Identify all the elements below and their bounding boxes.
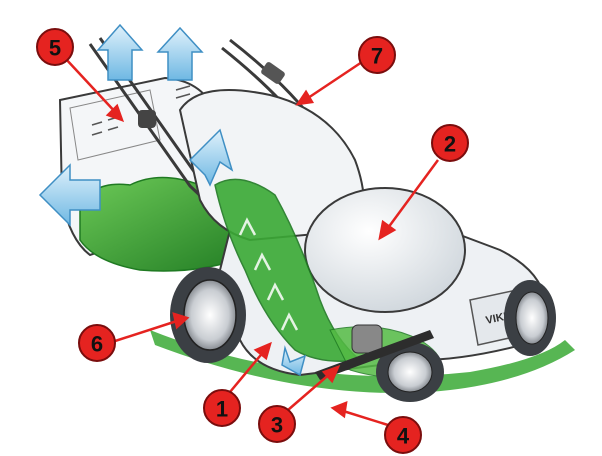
leader-7-head bbox=[295, 89, 315, 106]
front-left-wheel bbox=[376, 342, 444, 402]
leader-3 bbox=[287, 371, 333, 411]
callout-leaders bbox=[64, 57, 440, 427]
leader-2 bbox=[383, 159, 440, 233]
callout-5-label: 5 bbox=[49, 36, 61, 61]
callout-1: 1 bbox=[203, 389, 241, 427]
leader-3-head bbox=[321, 364, 341, 384]
callout-7: 7 bbox=[358, 36, 396, 74]
airflow-up-arrow-2 bbox=[156, 26, 204, 81]
leader-5-head bbox=[105, 103, 125, 123]
front-right-wheel bbox=[504, 280, 556, 356]
ground-grass bbox=[150, 330, 575, 394]
callout-6-label: 6 bbox=[91, 332, 103, 357]
callout-4: 4 bbox=[384, 416, 422, 454]
rear-wheel bbox=[170, 267, 246, 363]
engine-dome bbox=[304, 187, 466, 313]
airflow-up-arrow-1 bbox=[96, 23, 144, 81]
callout-1-label: 1 bbox=[216, 397, 228, 422]
handle-latch bbox=[261, 62, 285, 84]
callout-2: 2 bbox=[431, 124, 469, 162]
leader-7 bbox=[304, 60, 363, 102]
callout-4-label: 4 bbox=[397, 424, 410, 449]
callout-3: 3 bbox=[258, 405, 296, 443]
airflow-blade-arrow bbox=[281, 345, 307, 377]
leader-4 bbox=[339, 408, 389, 427]
callout-7-label: 7 bbox=[371, 44, 383, 69]
callouts: 1 2 3 4 5 6 7 bbox=[36, 28, 469, 454]
leader-2-head bbox=[378, 219, 397, 241]
leader-5 bbox=[64, 57, 119, 116]
handle-knob bbox=[138, 110, 156, 128]
airflow-left-arrow bbox=[38, 163, 101, 227]
callout-3-label: 3 bbox=[271, 413, 283, 438]
callout-2-label: 2 bbox=[444, 132, 456, 157]
callout-6: 6 bbox=[78, 324, 116, 362]
callout-5: 5 bbox=[36, 28, 74, 66]
cutting-blade bbox=[315, 324, 434, 380]
leader-6-head bbox=[172, 312, 190, 330]
leader-1 bbox=[229, 349, 266, 393]
leader-4-head bbox=[330, 401, 348, 419]
leader-1-head bbox=[253, 341, 272, 361]
airflow-diag-arrow bbox=[188, 128, 234, 187]
leader-6 bbox=[111, 318, 181, 344]
airflow-arrows bbox=[38, 23, 307, 377]
grass-flow-chevrons bbox=[238, 217, 299, 331]
